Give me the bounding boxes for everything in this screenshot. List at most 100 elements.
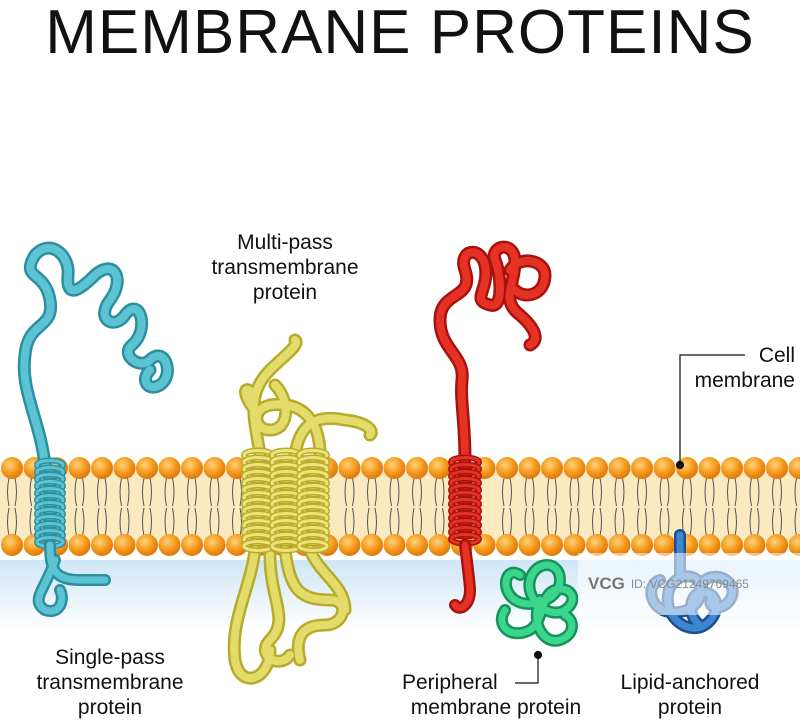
lipid-tail (749, 477, 760, 507)
lipid-head (91, 534, 113, 556)
lipid-tail (389, 507, 400, 537)
lipid-head (68, 457, 91, 479)
lipid-tail (727, 477, 737, 507)
lipid-tail (97, 507, 107, 537)
lipid-head (428, 534, 451, 556)
lipid-tail (142, 477, 152, 507)
lipid-tail (412, 507, 422, 537)
lipid-tail (569, 477, 580, 507)
lipid-head (203, 457, 226, 479)
lipid-head (383, 457, 406, 479)
lipid-tail (344, 477, 355, 507)
lipid-head (136, 457, 158, 479)
lipid-head (203, 534, 226, 556)
cell-membrane-label-line1: Cell (758, 344, 795, 367)
lipid-tail (659, 477, 670, 507)
single-pass-label-line3: protein (77, 696, 143, 719)
peripheral-leader-dot (533, 650, 543, 660)
lipid-anchored-label: Lipid-anchored protein (600, 670, 780, 720)
lipid-tail (592, 507, 602, 537)
multi-pass-label: Multi-pass transmembrane protein (210, 230, 360, 305)
watermark-logo: VCG (588, 574, 625, 593)
lipid-head (383, 534, 406, 556)
page-title: MEMBRANE PROTEINS (45, 0, 755, 67)
lipid-head (766, 457, 788, 479)
lipid-head (1, 534, 23, 556)
cell-membrane-leader (679, 354, 745, 465)
lipid-tail (569, 507, 580, 537)
lipid-head (428, 457, 451, 479)
lipid-anchored-label-line1: Lipid-anchored (620, 671, 760, 694)
peripheral-label-line1: Peripheral (402, 671, 498, 694)
lipid-head (541, 457, 563, 479)
lipid-head (158, 534, 181, 556)
multi-pass-protein (227, 333, 378, 685)
lipid-head (631, 457, 653, 479)
lipid-tail (434, 477, 445, 507)
lipid-tail (97, 477, 107, 507)
cell-membrane-leader-dot (675, 460, 685, 470)
cell-membrane-label-line2: membrane (694, 369, 795, 392)
single-pass-protein (17, 241, 174, 617)
lipid-head (181, 457, 203, 479)
lipid-head (608, 457, 631, 479)
red-transmembrane-protein (433, 240, 552, 614)
lipid-head (361, 534, 383, 556)
peripheral-label-line2: membrane protein (410, 696, 582, 719)
multi-pass-label-line3: protein (252, 281, 318, 304)
lipid-tail (389, 477, 400, 507)
lipid-head (496, 534, 518, 556)
lipid-tail (614, 507, 625, 537)
membrane-core (0, 470, 800, 542)
peripheral-label: Peripheral membrane protein (398, 670, 594, 720)
watermark: VCG ID: VCG21249769465 (578, 553, 800, 615)
lipid-head (788, 534, 800, 556)
lipid-head (113, 457, 136, 479)
lipid-tail (704, 477, 715, 507)
lipid-head (698, 534, 721, 556)
lipid-head (788, 457, 800, 479)
lipid-head (698, 457, 721, 479)
lipid-head (721, 534, 743, 556)
lipid-head (158, 457, 181, 479)
lipid-head (653, 457, 676, 479)
lipid-tail (794, 507, 797, 537)
single-pass-label: Single-pass transmembrane protein (20, 645, 200, 720)
watermark-id: ID: VCG21249769465 (630, 577, 749, 591)
lipid-head (608, 534, 631, 556)
lipid-tail (74, 477, 85, 507)
helix-turn (297, 540, 329, 552)
lipid-head (766, 534, 788, 556)
single-pass-label-line1: Single-pass (55, 646, 165, 669)
lipid-head (563, 457, 586, 479)
lipid-head (136, 534, 158, 556)
lipid-tail (637, 477, 647, 507)
multi-pass-label-line2: transmembrane (211, 256, 359, 279)
lipid-tail (727, 507, 737, 537)
lipid-head (68, 534, 91, 556)
multi-pass-label-line1: Multi-pass (237, 231, 333, 254)
lipid-tail (547, 507, 557, 537)
lipid-head (631, 534, 653, 556)
lipid-head (496, 457, 518, 479)
lipid-tail (164, 507, 175, 537)
single-pass-label-line2: transmembrane (36, 671, 184, 694)
lipid-tail (502, 477, 512, 507)
lipid-tail (659, 507, 670, 537)
leader-lines (515, 354, 745, 684)
lipid-head (181, 534, 203, 556)
lipid-tail (74, 507, 85, 537)
lipid-tail (232, 507, 242, 537)
lipid-tail (637, 507, 647, 537)
lipid-tail (682, 477, 692, 507)
lipid-head (518, 534, 541, 556)
lipid-tails (7, 477, 797, 537)
lipid-head (406, 534, 428, 556)
lipid-tail (704, 507, 715, 537)
lipid-tail (367, 507, 377, 537)
lipid-tail (772, 507, 782, 537)
lipid-tail (209, 477, 220, 507)
lipid-head (653, 534, 676, 556)
lipid-tail (7, 477, 17, 507)
lipid-head (721, 457, 743, 479)
